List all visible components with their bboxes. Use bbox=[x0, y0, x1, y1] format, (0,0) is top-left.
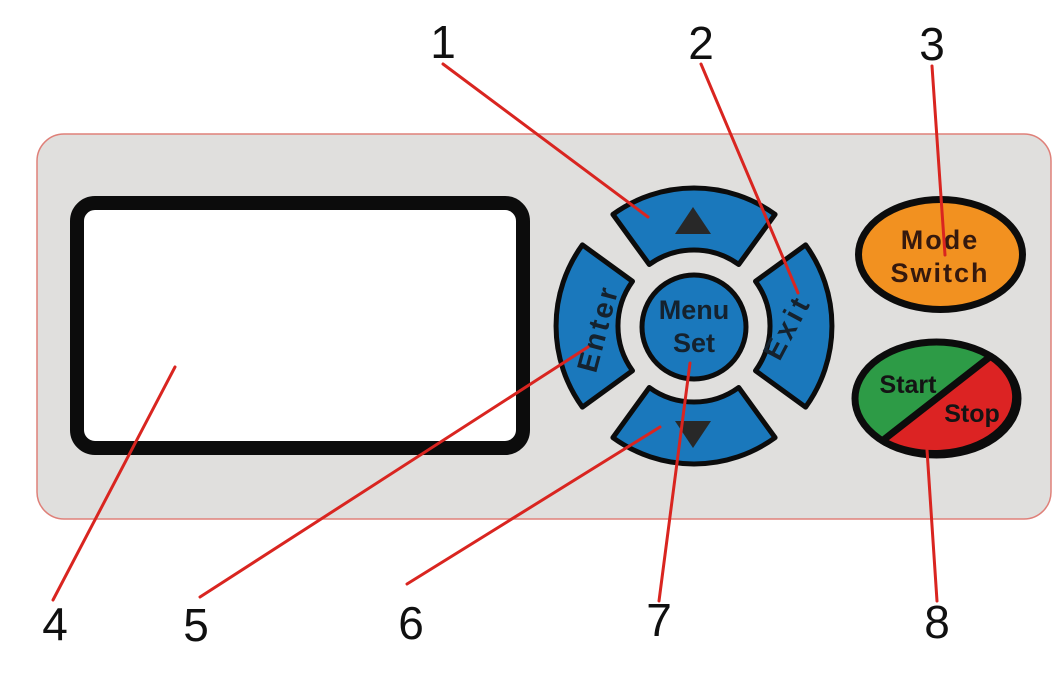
callout-line-7 bbox=[657, 361, 692, 603]
callout-line-4 bbox=[51, 365, 177, 602]
callout-line-1 bbox=[441, 62, 650, 219]
callout-numbers: 1 2 3 4 5 6 7 8 bbox=[42, 16, 950, 651]
stop-label: Stop bbox=[944, 400, 1000, 428]
mode-switch-button: Mode Switch bbox=[855, 196, 1026, 313]
stop-half bbox=[878, 352, 1020, 458]
callout-line-5 bbox=[198, 345, 590, 599]
callout-number-2: 2 bbox=[688, 17, 714, 69]
callout-number-4: 4 bbox=[42, 598, 68, 650]
menu-set-key bbox=[639, 272, 749, 382]
callout-lines bbox=[51, 62, 947, 603]
callout-number-7: 7 bbox=[646, 594, 672, 646]
menu-set-label-line1: Menu bbox=[659, 295, 730, 325]
start-stop-button: Start Stop bbox=[851, 338, 1022, 459]
callout-number-1: 1 bbox=[430, 16, 456, 68]
navigation-keypad: Exit Enter Menu Set bbox=[553, 185, 835, 467]
down-arrow-icon bbox=[675, 421, 711, 448]
display-screen bbox=[70, 196, 530, 455]
callout-line-6 bbox=[405, 425, 662, 586]
callout-number-3: 3 bbox=[919, 18, 945, 70]
menu-set-label-line2: Set bbox=[673, 328, 715, 358]
mode-switch-label-line2: Switch bbox=[890, 258, 989, 288]
callout-line-8 bbox=[925, 448, 939, 603]
up-arrow-icon bbox=[675, 207, 711, 234]
callout-number-8: 8 bbox=[924, 596, 950, 648]
enter-key bbox=[553, 242, 635, 410]
exit-key bbox=[753, 242, 835, 410]
callout-line-3 bbox=[930, 64, 947, 257]
callout-line-2 bbox=[699, 62, 800, 295]
start-stop-divider bbox=[879, 353, 994, 444]
mode-switch-label-line1: Mode bbox=[901, 225, 980, 255]
callout-number-6: 6 bbox=[398, 597, 424, 649]
callout-number-5: 5 bbox=[183, 599, 209, 651]
start-label: Start bbox=[880, 371, 938, 399]
